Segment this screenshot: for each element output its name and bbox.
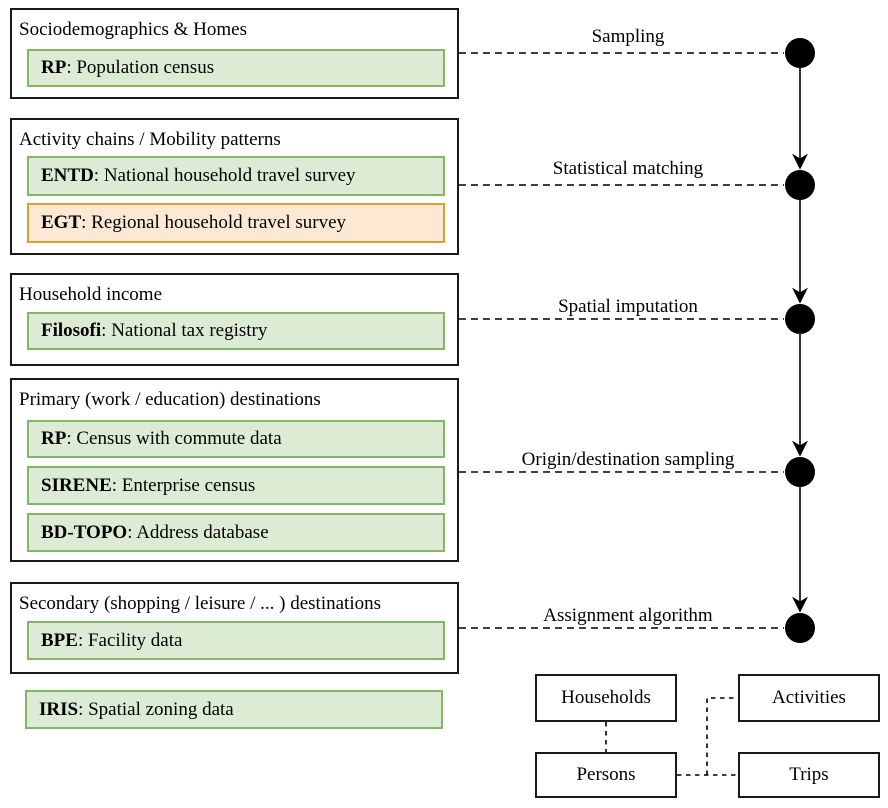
dataset-code: IRIS xyxy=(39,698,79,720)
dataset-sirene: SIRENE: Enterprise census xyxy=(27,466,445,505)
dataset-egt: EGT: Regional household travel survey xyxy=(27,203,445,243)
step-label-statistical-matching: Statistical matching xyxy=(552,158,704,179)
dataset-iris: IRIS: Spatial zoning data xyxy=(25,690,443,729)
dataset-filosofi: Filosofi: National tax registry xyxy=(27,312,445,350)
entity-trips: Trips xyxy=(738,752,880,798)
dataset-code: RP xyxy=(41,428,67,449)
group-sociodemographics: Sociodemographics & Homes RP: Population… xyxy=(10,8,459,99)
group-household-income: Household income Filosofi: National tax … xyxy=(10,273,459,366)
entity-activities: Activities xyxy=(738,674,880,722)
dataset-code: ENTD xyxy=(41,165,94,186)
dataset-code: SIRENE xyxy=(41,474,112,496)
dataset-code: EGT xyxy=(41,212,82,233)
node-assignment xyxy=(785,613,815,643)
group-secondary-destinations: Secondary (shopping / leisure / ... ) de… xyxy=(10,582,459,674)
step-label-spatial-imputation: Spatial imputation xyxy=(558,296,698,317)
group-primary-destinations: Primary (work / education) destinations … xyxy=(10,378,459,562)
node-od-sampling xyxy=(785,457,815,487)
group-title: Household income xyxy=(19,284,163,305)
dataset-code: BD-TOPO xyxy=(41,521,128,543)
dataset-desc: : Regional household travel survey xyxy=(81,212,347,233)
step-label-assignment: Assignment algorithm xyxy=(543,605,713,626)
dataset-bpe: BPE: Facility data xyxy=(27,621,445,660)
entity-households: Households xyxy=(535,674,677,722)
dataset-code: Filosofi xyxy=(41,320,102,341)
dataset-code: RP xyxy=(41,57,67,78)
group-title: Primary (work / education) destinations xyxy=(19,389,321,410)
dataset-code: BPE xyxy=(41,629,78,651)
dataset-desc: : Population census xyxy=(66,57,215,78)
dataset-desc: : Facility data xyxy=(77,629,183,651)
dataset-desc: : Census with commute data xyxy=(66,428,282,449)
step-label-od-sampling: Origin/destination sampling xyxy=(521,449,735,470)
group-title: Sociodemographics & Homes xyxy=(19,19,247,40)
dataset-rp-commute: RP: Census with commute data xyxy=(27,420,445,458)
node-sampling xyxy=(785,38,815,68)
dataset-bd-topo: BD-TOPO: Address database xyxy=(27,513,445,552)
entity-persons: Persons xyxy=(535,752,677,798)
dataset-desc: : Enterprise census xyxy=(111,474,256,496)
dataset-entd: ENTD: National household travel survey xyxy=(27,156,445,196)
node-spatial-imputation xyxy=(785,304,815,334)
dataset-desc: : Address database xyxy=(127,521,269,543)
dataset-rp-population-census: RP: Population census xyxy=(27,49,445,87)
step-label-sampling: Sampling xyxy=(591,26,665,47)
node-statistical-matching xyxy=(785,170,815,200)
dataset-desc: : National tax registry xyxy=(101,320,268,341)
group-title: Secondary (shopping / leisure / ... ) de… xyxy=(19,593,381,614)
dataset-desc: : Spatial zoning data xyxy=(78,698,234,720)
er-link-persons-activities xyxy=(706,697,738,775)
group-title: Activity chains / Mobility patterns xyxy=(19,129,281,150)
dataset-desc: : National household travel survey xyxy=(93,165,356,186)
group-activity-chains: Activity chains / Mobility patterns ENTD… xyxy=(10,118,459,255)
